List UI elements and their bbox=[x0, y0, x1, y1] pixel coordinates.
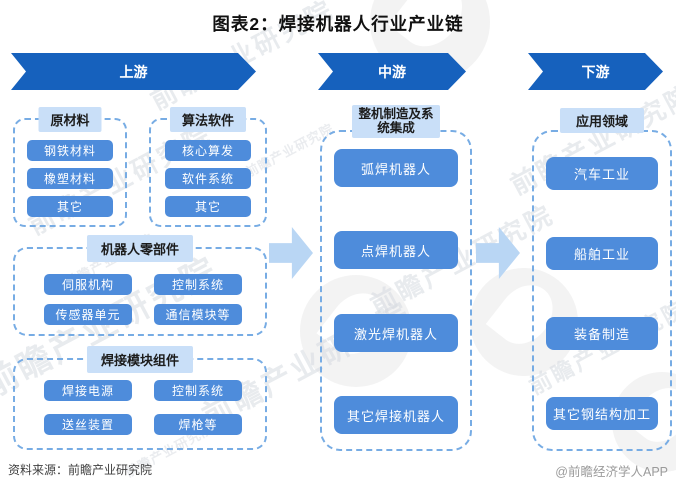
chain-node: 其它焊接机器人 bbox=[334, 396, 458, 434]
group-header: 原材料 bbox=[38, 107, 102, 132]
chain-node: 通信模块等 bbox=[154, 304, 242, 325]
stage-arrow-downstream: 下游 bbox=[528, 53, 663, 90]
chain-node: 控制系统 bbox=[154, 274, 242, 295]
group-welding-modules: 焊接模块组件 焊接电源 控制系统 送丝装置 焊枪等 bbox=[13, 346, 267, 450]
credit-note: @前瞻经济学人APP bbox=[555, 465, 668, 479]
chain-node: 伺服机构 bbox=[44, 274, 132, 295]
group-manufacturing-integration: 整机制造及系统集成 弧焊机器人 点焊机器人 激光焊机器人 其它焊接机器人 bbox=[320, 105, 472, 451]
chain-node: 控制系统 bbox=[154, 380, 242, 401]
group-header: 焊接模块组件 bbox=[86, 346, 194, 373]
chain-node: 核心算发 bbox=[165, 140, 251, 161]
chain-node: 装备制造 bbox=[546, 317, 658, 350]
stage-arrow-upstream: 上游 bbox=[11, 53, 256, 90]
chain-node: 其它 bbox=[165, 196, 251, 217]
chain-node: 传感器单元 bbox=[44, 304, 132, 325]
chain-node: 船舶工业 bbox=[546, 237, 658, 270]
group-algorithm-software: 算法软件 核心算发 软件系统 其它 bbox=[149, 107, 267, 227]
group-application-fields: 应用领域 汽车工业 船舶工业 装备制造 其它钢结构加工 bbox=[532, 108, 672, 451]
flow-arrow-icon bbox=[476, 227, 520, 279]
chain-node: 其它 bbox=[27, 196, 113, 217]
stage-arrow-midstream: 中游 bbox=[318, 53, 466, 90]
chain-node: 软件系统 bbox=[165, 168, 251, 189]
chain-node: 焊枪等 bbox=[154, 414, 242, 435]
chain-node: 汽车工业 bbox=[546, 157, 658, 190]
group-header: 应用领域 bbox=[559, 108, 645, 133]
chain-node: 点焊机器人 bbox=[334, 231, 458, 269]
flow-arrow-icon bbox=[269, 227, 313, 279]
chain-node: 焊接电源 bbox=[44, 380, 132, 401]
group-header: 机器人零部件 bbox=[86, 235, 194, 262]
chain-node: 激光焊机器人 bbox=[334, 314, 458, 352]
source-note: 资料来源：前瞻产业研究院 bbox=[8, 463, 153, 477]
group-robot-components: 机器人零部件 伺服机构 控制系统 传感器单元 通信模块等 bbox=[13, 235, 267, 336]
group-header: 整机制造及系统集成 bbox=[352, 105, 440, 138]
group-header: 算法软件 bbox=[169, 107, 247, 132]
chain-node: 送丝装置 bbox=[44, 414, 132, 435]
chain-node: 弧焊机器人 bbox=[334, 149, 458, 187]
chain-node: 其它钢结构加工 bbox=[546, 397, 658, 430]
chain-node: 橡塑材料 bbox=[27, 168, 113, 189]
figure-title: 图表2：焊接机器人行业产业链 bbox=[212, 14, 464, 34]
chain-node: 钢铁材料 bbox=[27, 140, 113, 161]
group-raw-materials: 原材料 钢铁材料 橡塑材料 其它 bbox=[13, 107, 127, 227]
